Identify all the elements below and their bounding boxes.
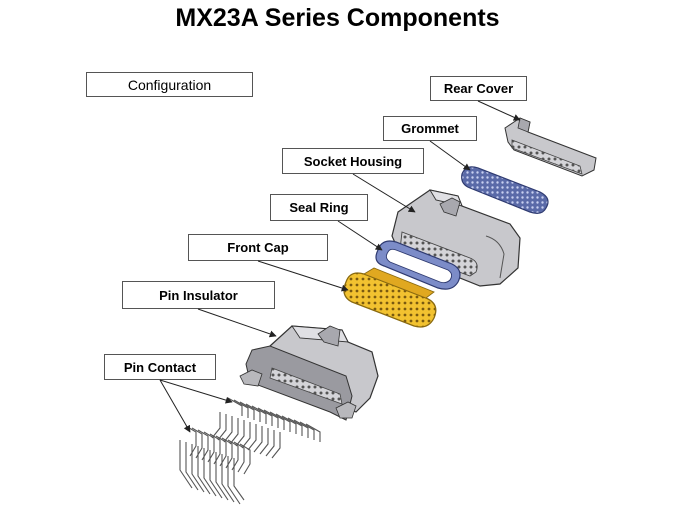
leader-seal-ring — [337, 220, 383, 251]
callout-socket-housing: Socket Housing — [282, 148, 424, 174]
callout-pin-insulator: Pin Insulator — [122, 281, 275, 309]
leader-lines — [159, 100, 521, 433]
callout-rear-cover: Rear Cover — [430, 76, 527, 101]
rear-cover-part — [504, 117, 597, 177]
grommet-part — [461, 166, 549, 214]
callout-front-cap: Front Cap — [188, 234, 328, 261]
front-cap-part — [343, 267, 437, 328]
leader-pin-contact-1 — [159, 379, 191, 433]
leader-rear-cover — [477, 100, 521, 121]
configuration-label: Configuration — [86, 72, 253, 97]
callout-seal-ring: Seal Ring — [270, 194, 368, 221]
leader-grommet — [429, 140, 471, 171]
pin-insulator-part — [239, 325, 379, 421]
page-title: MX23A Series Components — [175, 4, 500, 32]
leader-pin-contact-2 — [159, 379, 233, 404]
seal-ring-part — [375, 240, 461, 290]
leader-socket-housing — [352, 173, 416, 213]
callout-pin-contact: Pin Contact — [104, 354, 216, 380]
leader-pin-insulator — [197, 308, 277, 338]
callout-grommet: Grommet — [383, 116, 477, 141]
pin-contact-part — [179, 397, 321, 505]
leader-front-cap — [257, 260, 349, 292]
